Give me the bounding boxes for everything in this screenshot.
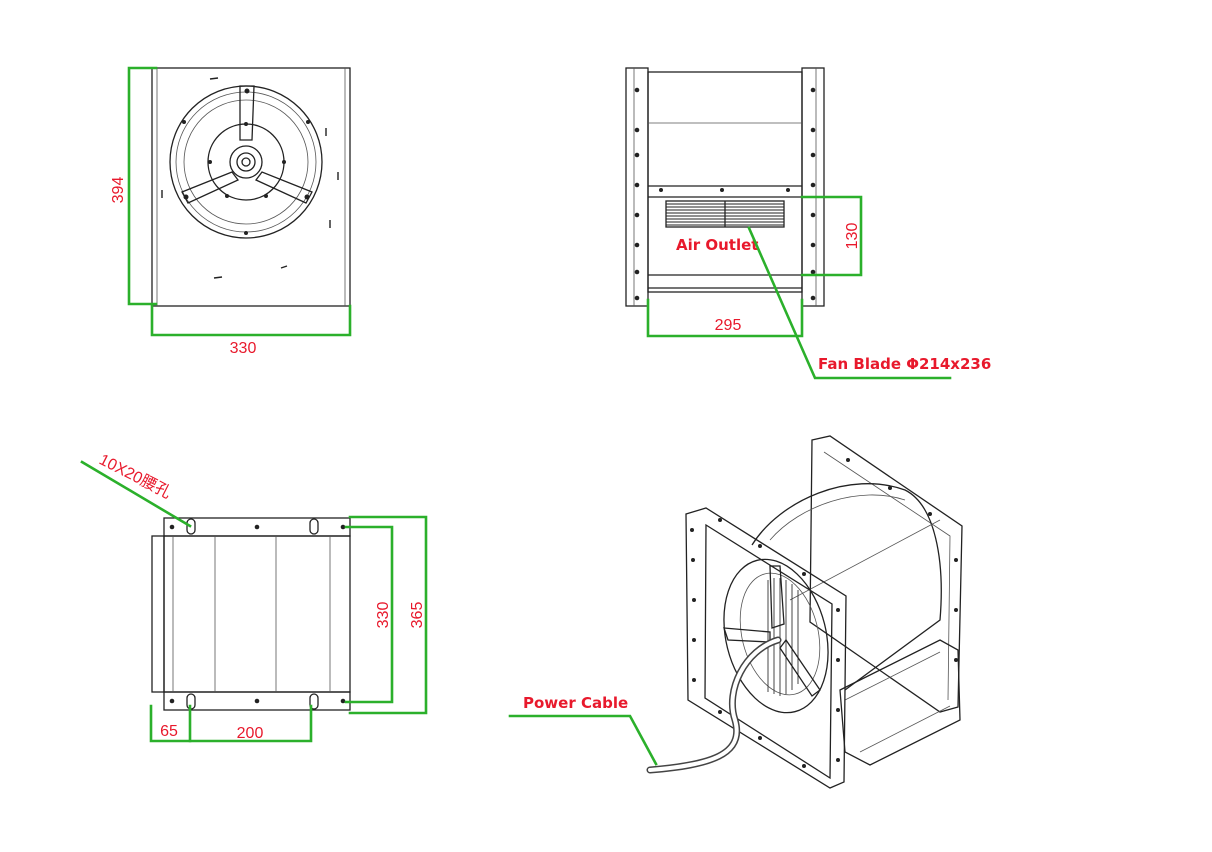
bottom-view: 10X20腰孔 330 365 65 200 bbox=[80, 451, 428, 743]
iso-inlet-ring bbox=[723, 558, 829, 714]
inlet-ring-icon bbox=[169, 85, 323, 239]
front-height-label: 394 bbox=[110, 177, 127, 204]
fan-blade-label: Fan Blade Φ214x236 bbox=[818, 355, 991, 373]
slot-leader bbox=[80, 460, 192, 528]
front-view-holes bbox=[182, 120, 310, 235]
slot-pitch-dimension: 200 bbox=[188, 704, 313, 743]
side-housing bbox=[647, 71, 803, 293]
motor-bracket-icon bbox=[181, 85, 313, 204]
outer-span-dimension: 365 bbox=[348, 515, 428, 715]
power-cable-icon bbox=[646, 636, 782, 774]
isometric-view: Power Cable bbox=[508, 435, 963, 789]
air-outlet-label: Air Outlet bbox=[676, 236, 758, 254]
mounting-slots bbox=[169, 518, 346, 710]
iso-front-frame bbox=[685, 507, 847, 789]
front-width-label: 330 bbox=[230, 340, 257, 357]
inner-span-dimension: 330 bbox=[344, 525, 394, 704]
outlet-width-label: 295 bbox=[715, 317, 742, 334]
power-cable-label: Power Cable bbox=[523, 694, 628, 712]
front-view: 394 330 bbox=[110, 66, 352, 357]
front-view-vent-marks bbox=[161, 77, 339, 279]
inner-span-label: 330 bbox=[375, 602, 392, 629]
bottom-housing bbox=[163, 535, 351, 693]
iso-back-frame bbox=[809, 435, 963, 713]
slot-pitch-label: 200 bbox=[237, 725, 264, 742]
fan-blade-leader bbox=[747, 226, 952, 380]
outlet-height-label: 130 bbox=[844, 223, 861, 250]
iso-scroll-housing bbox=[751, 483, 942, 691]
front-height-dimension: 394 bbox=[110, 66, 158, 306]
side-view-holes bbox=[634, 87, 816, 301]
front-width-dimension: 330 bbox=[150, 304, 352, 357]
edge-offset-label: 65 bbox=[160, 723, 178, 740]
fan-blade-icon bbox=[665, 200, 785, 228]
iso-frame-holes bbox=[690, 458, 958, 768]
iso-fan-blades-icon bbox=[767, 578, 799, 696]
front-view-housing bbox=[151, 67, 351, 307]
outlet-height-dimension: 130 bbox=[800, 195, 863, 277]
side-view: 130 295 Air Outlet Fan Blade Φ214x236 bbox=[625, 67, 991, 380]
outlet-width-dimension: 295 bbox=[646, 298, 804, 338]
outer-span-label: 365 bbox=[409, 602, 426, 629]
edge-offset-dimension: 65 bbox=[149, 704, 192, 743]
